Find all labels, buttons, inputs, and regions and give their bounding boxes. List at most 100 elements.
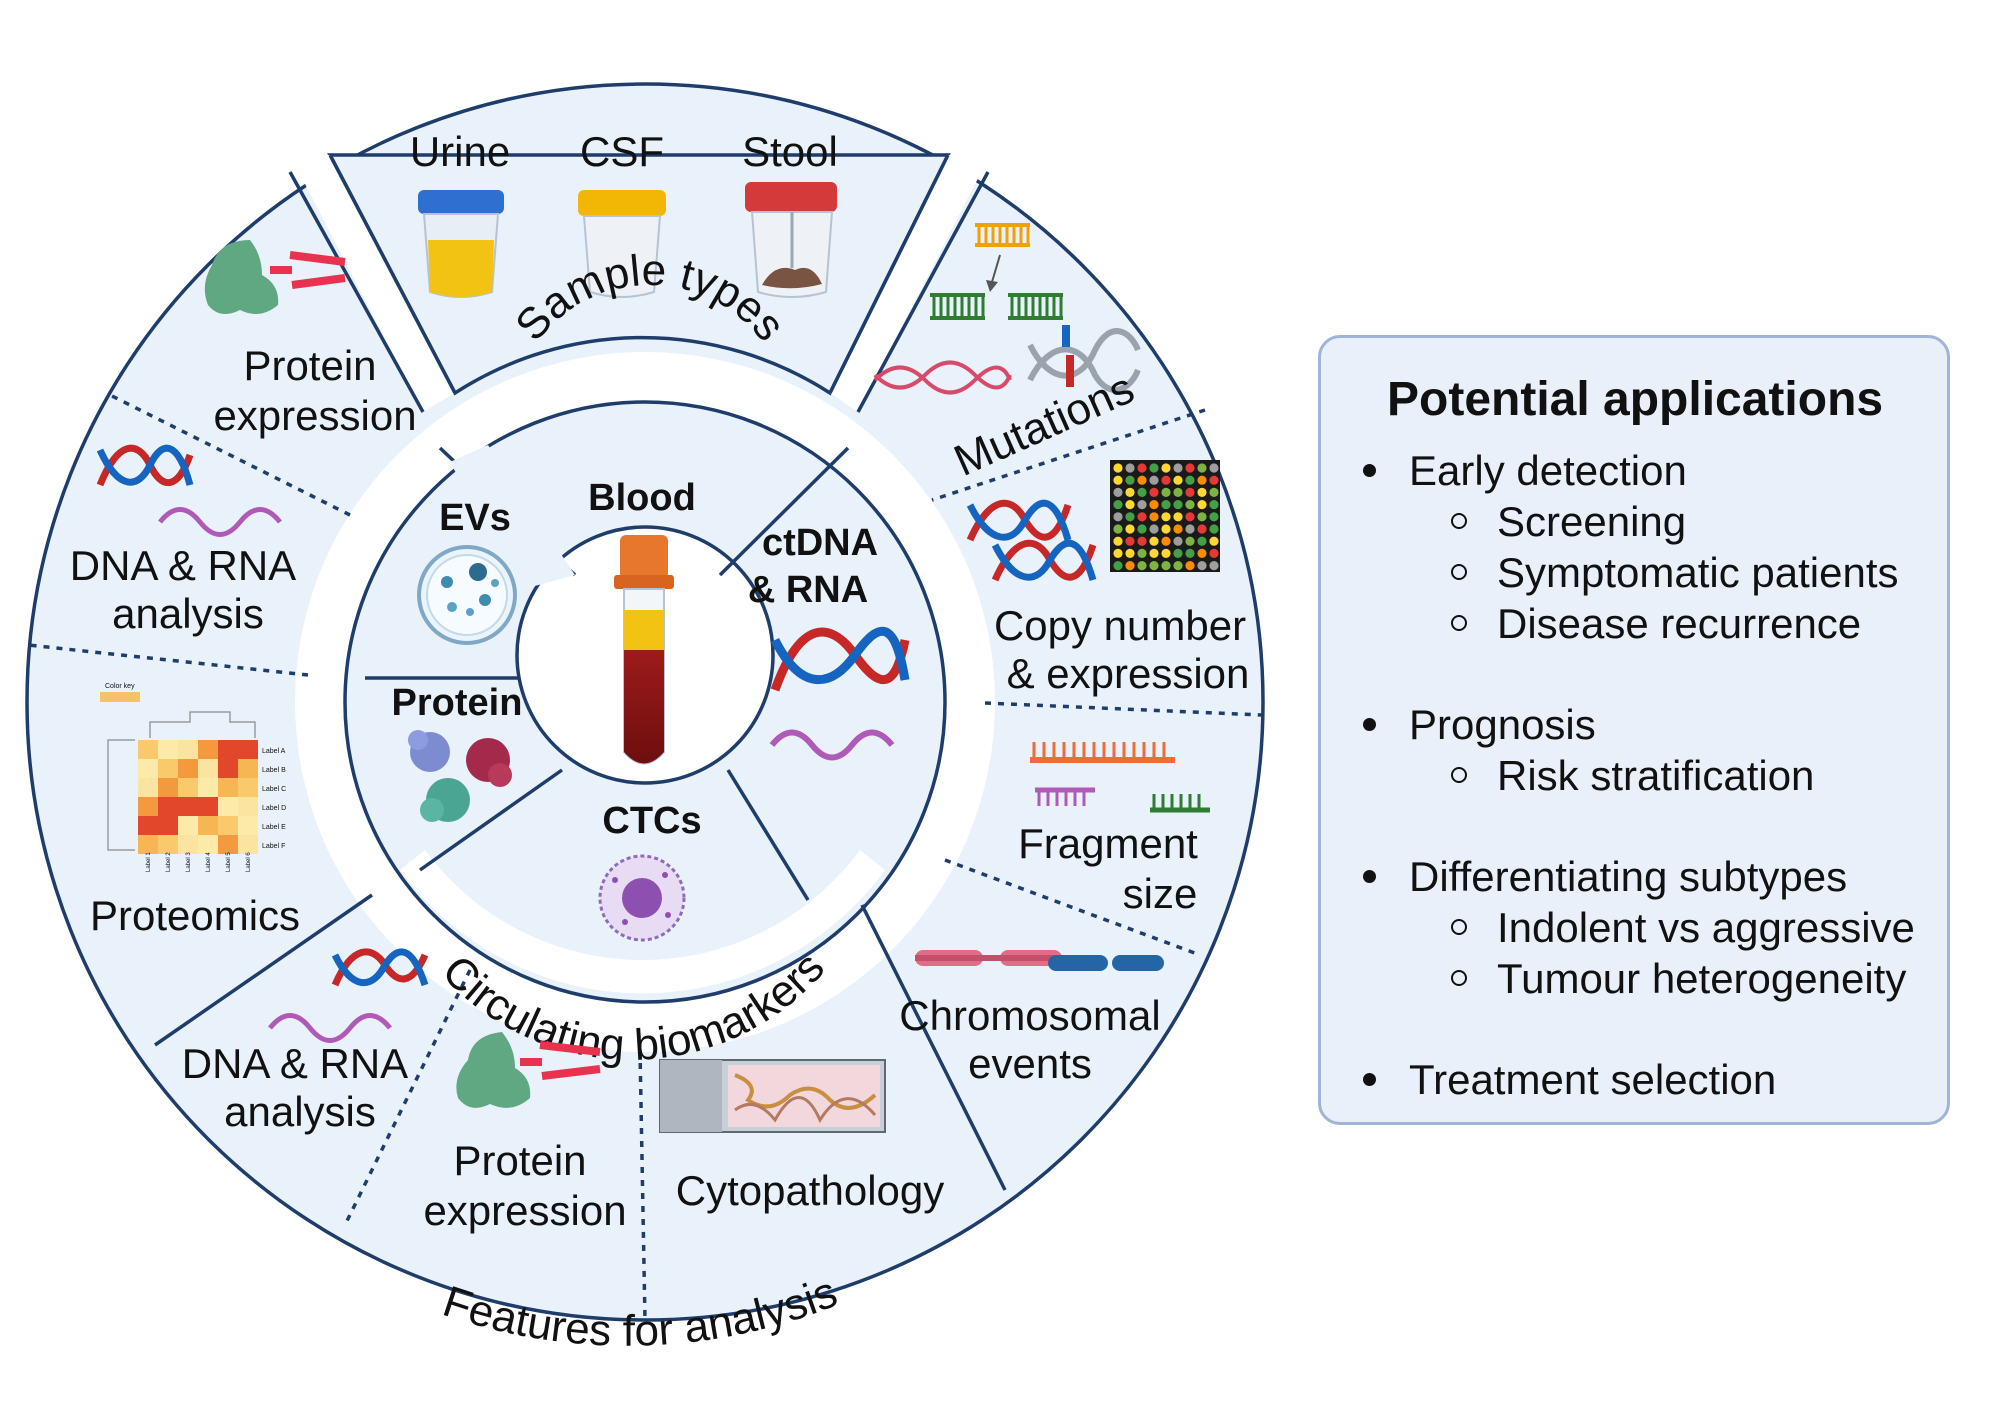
label-fragment-2: size [1123, 870, 1198, 917]
heatmap-cell [238, 835, 258, 854]
biomarker-wheel: Urine CSF Stool Sample types Blood [25, 82, 1265, 1356]
label-csf: CSF [580, 128, 664, 175]
antibody-protein-icon [456, 1032, 601, 1108]
label-chromosomal-2: events [968, 1040, 1092, 1087]
sample-stool: Stool [742, 128, 838, 298]
application-item: Differentiating subtypes [1355, 851, 1927, 902]
heatmap-cell [138, 835, 158, 854]
rna-wave-icon [769, 729, 895, 761]
dna-helix-icon [966, 499, 1097, 582]
heatmap-cell [198, 816, 218, 835]
heatmap-cell [238, 759, 258, 778]
application-subitem: Risk stratification [1355, 750, 1927, 801]
rna-wave-icon [158, 507, 282, 537]
label-evs: EVs [439, 497, 511, 539]
label-blood: Blood [588, 477, 696, 519]
application-subitem: Screening [1355, 496, 1927, 547]
heatmap-cell [218, 778, 238, 797]
label-copy-1: Copy number [994, 602, 1246, 649]
heatmap-col-label: Label 6 [246, 852, 252, 872]
label-protein-top-1: Protein [243, 342, 376, 389]
heatmap-cell [158, 778, 178, 797]
heatmap-cell [138, 759, 158, 778]
list-gap [1355, 649, 1927, 699]
label-dna-bottom-1: DNA & RNA [182, 1040, 408, 1087]
feature-protein-expression-top: Protein expression [204, 240, 417, 439]
heatmap-cell [198, 835, 218, 854]
heatmap-cell [218, 816, 238, 835]
label-protein-bottom-2: expression [423, 1187, 626, 1234]
heatmap-cell [178, 740, 198, 759]
wedge-gap-right [830, 155, 990, 412]
heatmap-row-label: Label E [262, 824, 286, 831]
heatmap-cell [218, 797, 238, 816]
tumour-cell-icon [598, 854, 686, 942]
heatmap-cell [138, 740, 158, 759]
label-protein-inner: Protein [392, 682, 523, 724]
heatmap-row-label: Label C [262, 786, 286, 793]
circ-label-band [400, 850, 885, 994]
stool-container-icon [745, 182, 837, 298]
label-fragment-1: Fragment [1018, 820, 1198, 867]
heatmap-cell [238, 797, 258, 816]
heatmap-col-label: Label 5 [226, 852, 232, 872]
microscope-slide-icon [659, 1059, 886, 1133]
mutation-dna-icon [873, 223, 1141, 395]
heatmap-cell [138, 816, 158, 835]
heatmap-cell [158, 835, 178, 854]
sample-csf: CSF [578, 128, 666, 298]
heatmap-cell [138, 797, 158, 816]
feature-copy-number: Copy number & expression [966, 460, 1249, 697]
heatmap-cell [178, 797, 198, 816]
list-gap [1355, 1004, 1927, 1054]
label-dna-bottom-2: analysis [224, 1088, 376, 1135]
divider-proteomics [154, 893, 373, 1047]
label-protein-top-2: expression [213, 392, 416, 439]
feature-dna-rna-left: DNA & RNA analysis [70, 444, 296, 637]
heatmap-cell [178, 778, 198, 797]
application-subitem: Indolent vs aggressive [1355, 902, 1927, 953]
sample-urine: Urine [410, 128, 510, 298]
label-stool: Stool [742, 128, 838, 175]
label-dna-left-1: DNA & RNA [70, 542, 296, 589]
heatmap-row-label: Label D [262, 805, 286, 812]
label-proteomics: Proteomics [90, 892, 300, 939]
heatmap-row-label: Label F [262, 843, 285, 850]
blood-tube-icon [614, 535, 674, 765]
microarray-icon [1110, 460, 1220, 572]
heatmap-cell [158, 759, 178, 778]
heatmap-cell [198, 778, 218, 797]
heatmap-col-label: Label 4 [206, 852, 212, 872]
heatmap-cell [218, 740, 238, 759]
application-subitem: Symptomatic patients [1355, 547, 1927, 598]
extracellular-vesicle-icon [417, 545, 517, 645]
dna-helix-icon [331, 948, 429, 987]
heatmap-cell [138, 778, 158, 797]
application-item: Prognosis [1355, 699, 1927, 750]
heatmap-cell [238, 778, 258, 797]
heatmap-cell [198, 759, 218, 778]
wedge-gap-left [290, 155, 455, 412]
application-item: Early detection [1355, 445, 1927, 496]
heatmap-cell [158, 740, 178, 759]
application-subitem: Disease recurrence [1355, 598, 1927, 649]
heatmap-row-label: Label B [262, 767, 286, 774]
feature-chromosomal-events: Chromosomal events [899, 950, 1164, 1087]
label-chromosomal-1: Chromosomal [899, 992, 1160, 1039]
label-ctdna-1: ctDNA [762, 522, 878, 564]
label-urine: Urine [410, 128, 510, 175]
heatmap-cell [238, 816, 258, 835]
heatmap-cell [198, 797, 218, 816]
protein-section: Protein [392, 682, 523, 822]
evs-section: EVs [417, 497, 517, 645]
heatmap-cell [198, 740, 218, 759]
label-ctcs: CTCs [602, 800, 701, 842]
protein-cluster-icon [408, 730, 512, 822]
application-item: Treatment selection [1355, 1054, 1927, 1105]
ctdna-section: ctDNA & RNA [748, 522, 910, 761]
applications-title: Potential applications [1387, 373, 1884, 426]
label-dna-left-2: analysis [112, 590, 264, 637]
